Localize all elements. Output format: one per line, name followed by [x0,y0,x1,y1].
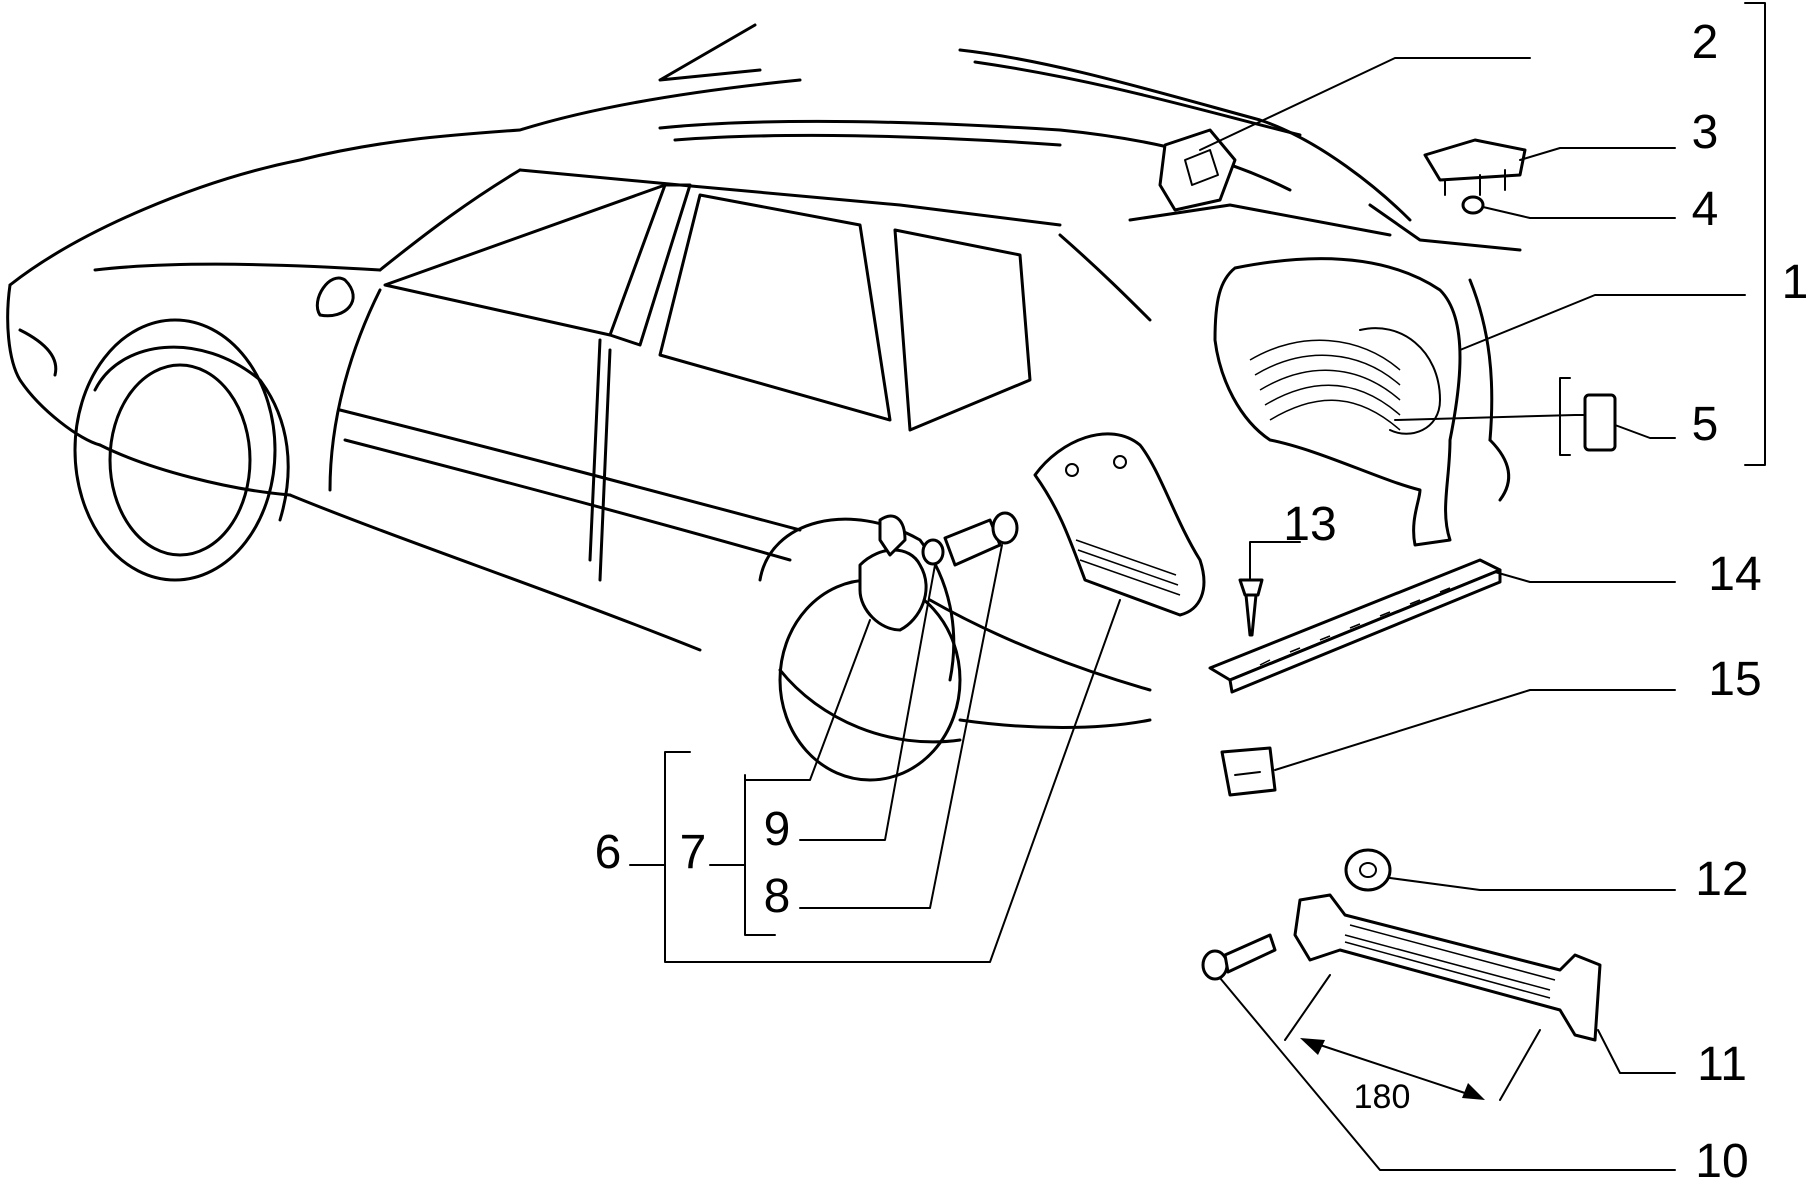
clip-part-9 [858,514,928,632]
callout-13: 13 [1283,498,1336,551]
callout-2: 2 [1692,16,1719,69]
dimension-180 [1284,974,1541,1101]
clip-part-15 [1220,746,1277,797]
pad-part-5 [1583,393,1617,452]
callout-8: 8 [764,870,791,923]
rail-part-14 [1208,558,1502,694]
callout-3: 3 [1692,106,1719,159]
callout-5: 5 [1692,398,1719,451]
callout-6: 6 [595,826,622,879]
callout-9: 9 [764,803,791,856]
callout-1: 1 [1782,256,1809,309]
leader-lines [629,2,1766,1171]
nut-part-12 [1344,848,1392,892]
callout-7: 7 [680,826,707,879]
washer-part-4 [1461,195,1485,215]
callout-12: 12 [1695,853,1748,906]
callout-10: 10 [1695,1135,1748,1181]
bolt-part-8 [921,511,1019,567]
bolt-part-10 [1201,933,1277,981]
car-outline [6,23,1522,782]
callout-15: 15 [1708,653,1761,706]
callout-4: 4 [1692,183,1719,236]
dimension-label: 180 [1354,1078,1411,1116]
cover-part-3 [1423,138,1527,196]
strap-part-11 [1293,893,1602,1042]
callout-14: 14 [1708,548,1761,601]
side-trim-panel [1213,257,1462,547]
callout-11: 11 [1697,1038,1747,1091]
clip-part-2 [1158,128,1237,212]
screw-part-13 [1238,578,1264,637]
mud-flap [1033,432,1206,617]
